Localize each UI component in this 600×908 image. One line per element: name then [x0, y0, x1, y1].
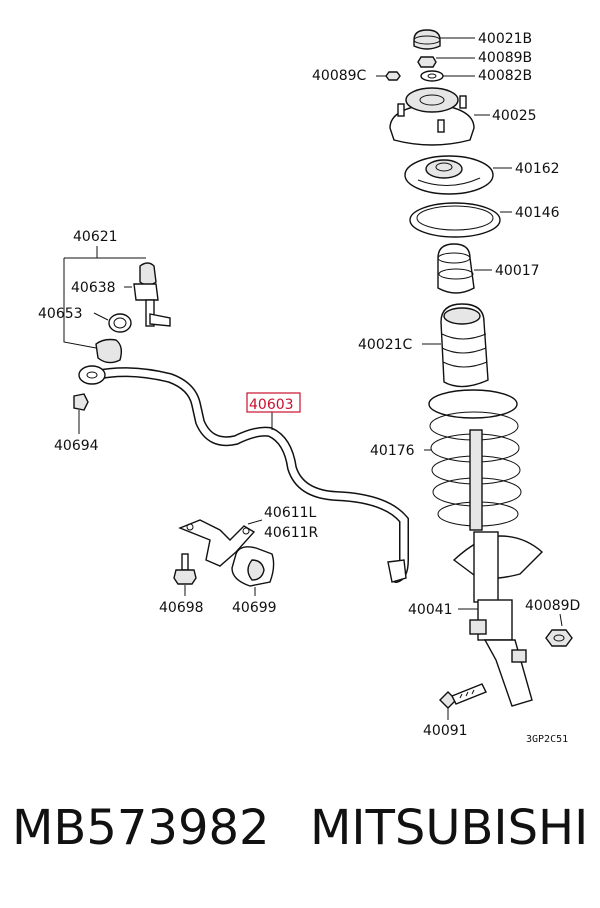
bearing-plate-40162[interactable]	[404, 155, 494, 195]
label-40698: 40698	[159, 600, 204, 616]
strut-assembly-40041[interactable]	[452, 531, 544, 707]
brand-name: MITSUBISHI	[310, 800, 589, 856]
label-40162: 40162	[515, 161, 560, 177]
highlight-box-40603	[246, 392, 301, 413]
parts-diagram: 40021B 40089B 40082B 40089C 40025 40162	[38, 29, 580, 745]
label-40091: 40091	[423, 723, 468, 739]
spring-pad-40146[interactable]	[409, 202, 501, 238]
bump-cap-40021b[interactable]	[413, 29, 441, 50]
washer-40082b[interactable]	[420, 70, 444, 82]
bushing-40699[interactable]	[231, 546, 275, 587]
stabilizer-link-40621[interactable]	[95, 262, 171, 364]
label-40021b: 40021B	[478, 31, 532, 47]
bump-stop-40017[interactable]	[437, 243, 475, 294]
label-40089d: 40089D	[525, 598, 580, 614]
label-40025: 40025	[492, 108, 537, 124]
label-40621: 40621	[73, 229, 118, 245]
label-40611r: 40611R	[264, 525, 319, 541]
dust-boot-40021c[interactable]	[440, 303, 489, 388]
strut-mount-40025[interactable]	[389, 87, 475, 146]
label-40653: 40653	[38, 306, 83, 322]
part-number: MB573982	[12, 800, 270, 856]
label-40089c: 40089C	[312, 68, 367, 84]
bracket-40611[interactable]	[178, 519, 256, 567]
nut-40694[interactable]	[73, 393, 89, 411]
label-40021c: 40021C	[358, 337, 413, 353]
label-40089b: 40089B	[478, 50, 532, 66]
bolt-40091[interactable]	[439, 683, 487, 709]
nut-40089c[interactable]	[385, 71, 401, 81]
label-40603[interactable]: 40603	[249, 397, 294, 413]
label-40611l: 40611L	[264, 505, 317, 521]
label-40638: 40638	[71, 280, 116, 296]
label-40176: 40176	[370, 443, 415, 459]
bolt-40698[interactable]	[173, 553, 197, 585]
label-40694: 40694	[54, 438, 99, 454]
label-40146: 40146	[515, 205, 560, 221]
label-40017: 40017	[495, 263, 540, 279]
stabilizer-bar-40603[interactable]	[78, 365, 409, 583]
label-40041: 40041	[408, 602, 453, 618]
nut-40089d[interactable]	[545, 629, 573, 647]
diagram-code: 3GP2C51	[526, 734, 568, 745]
coil-spring-40176[interactable]	[428, 389, 522, 531]
label-40699: 40699	[232, 600, 277, 616]
nut-40089b[interactable]	[417, 56, 437, 68]
footer: MB573982 MITSUBISHI	[0, 792, 600, 892]
label-40082b: 40082B	[478, 68, 532, 84]
